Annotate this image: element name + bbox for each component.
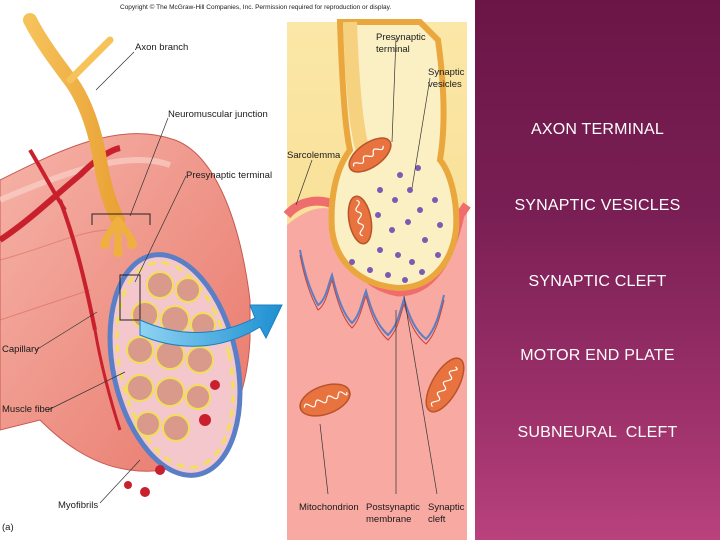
zoom-panel: [283, 19, 471, 540]
neuromuscular-junction-figure: Copyright © The McGraw-Hill Companies, I…: [0, 3, 471, 540]
axon: [23, 13, 137, 257]
figure-svg: Copyright © The McGraw-Hill Companies, I…: [0, 3, 471, 540]
label-postsynaptic-membrane-line1: Postsynaptic: [366, 502, 420, 513]
label-mitochondrion: Mitochondrion: [299, 502, 359, 513]
term-motor-end-plate: MOTOR END PLATE: [520, 347, 675, 364]
label-synaptic-vesicles-line2: vesicles: [428, 79, 462, 90]
label-muscle-fiber: Muscle fiber: [2, 404, 53, 415]
term-subneural-cleft: SUBNEURAL CLEFT: [517, 424, 678, 441]
presynaptic-terminal: [328, 19, 460, 292]
term-synaptic-cleft: SYNAPTIC CLEFT: [528, 273, 667, 290]
label-neuromuscular-junction: Neuromuscular junction: [168, 109, 268, 120]
label-synaptic-cleft-line2: cleft: [428, 514, 446, 525]
label-capillary: Capillary: [2, 344, 39, 355]
label-presynaptic-terminal-right-line1: Presynaptic: [376, 32, 426, 43]
capillary: [0, 145, 122, 431]
term-axon-terminal: AXON TERMINAL: [531, 121, 664, 138]
zoom-arrow: [139, 304, 283, 347]
terms-panel: AXON TERMINAL SYNAPTIC VESICLES SYNAPTIC…: [475, 0, 720, 540]
mitochondria: [299, 137, 465, 417]
label-axon-branch: Axon branch: [135, 42, 188, 53]
term-synaptic-vesicles: SYNAPTIC VESICLES: [514, 197, 681, 214]
figure-panel-label: (a): [2, 522, 14, 533]
label-synaptic-cleft-line1: Synaptic: [428, 502, 465, 513]
label-synaptic-vesicles-line1: Synaptic: [428, 67, 465, 78]
label-sarcolemma: Sarcolemma: [287, 150, 341, 161]
leader-lines: [35, 37, 438, 504]
label-presynaptic-terminal-right-line2: terminal: [376, 44, 410, 55]
label-postsynaptic-membrane-line2: membrane: [366, 514, 411, 525]
label-myofibrils: Myofibrils: [58, 500, 98, 511]
copyright-notice: Copyright © The McGraw-Hill Companies, I…: [120, 3, 391, 11]
label-presynaptic-terminal-left: Presynaptic terminal: [186, 170, 272, 181]
